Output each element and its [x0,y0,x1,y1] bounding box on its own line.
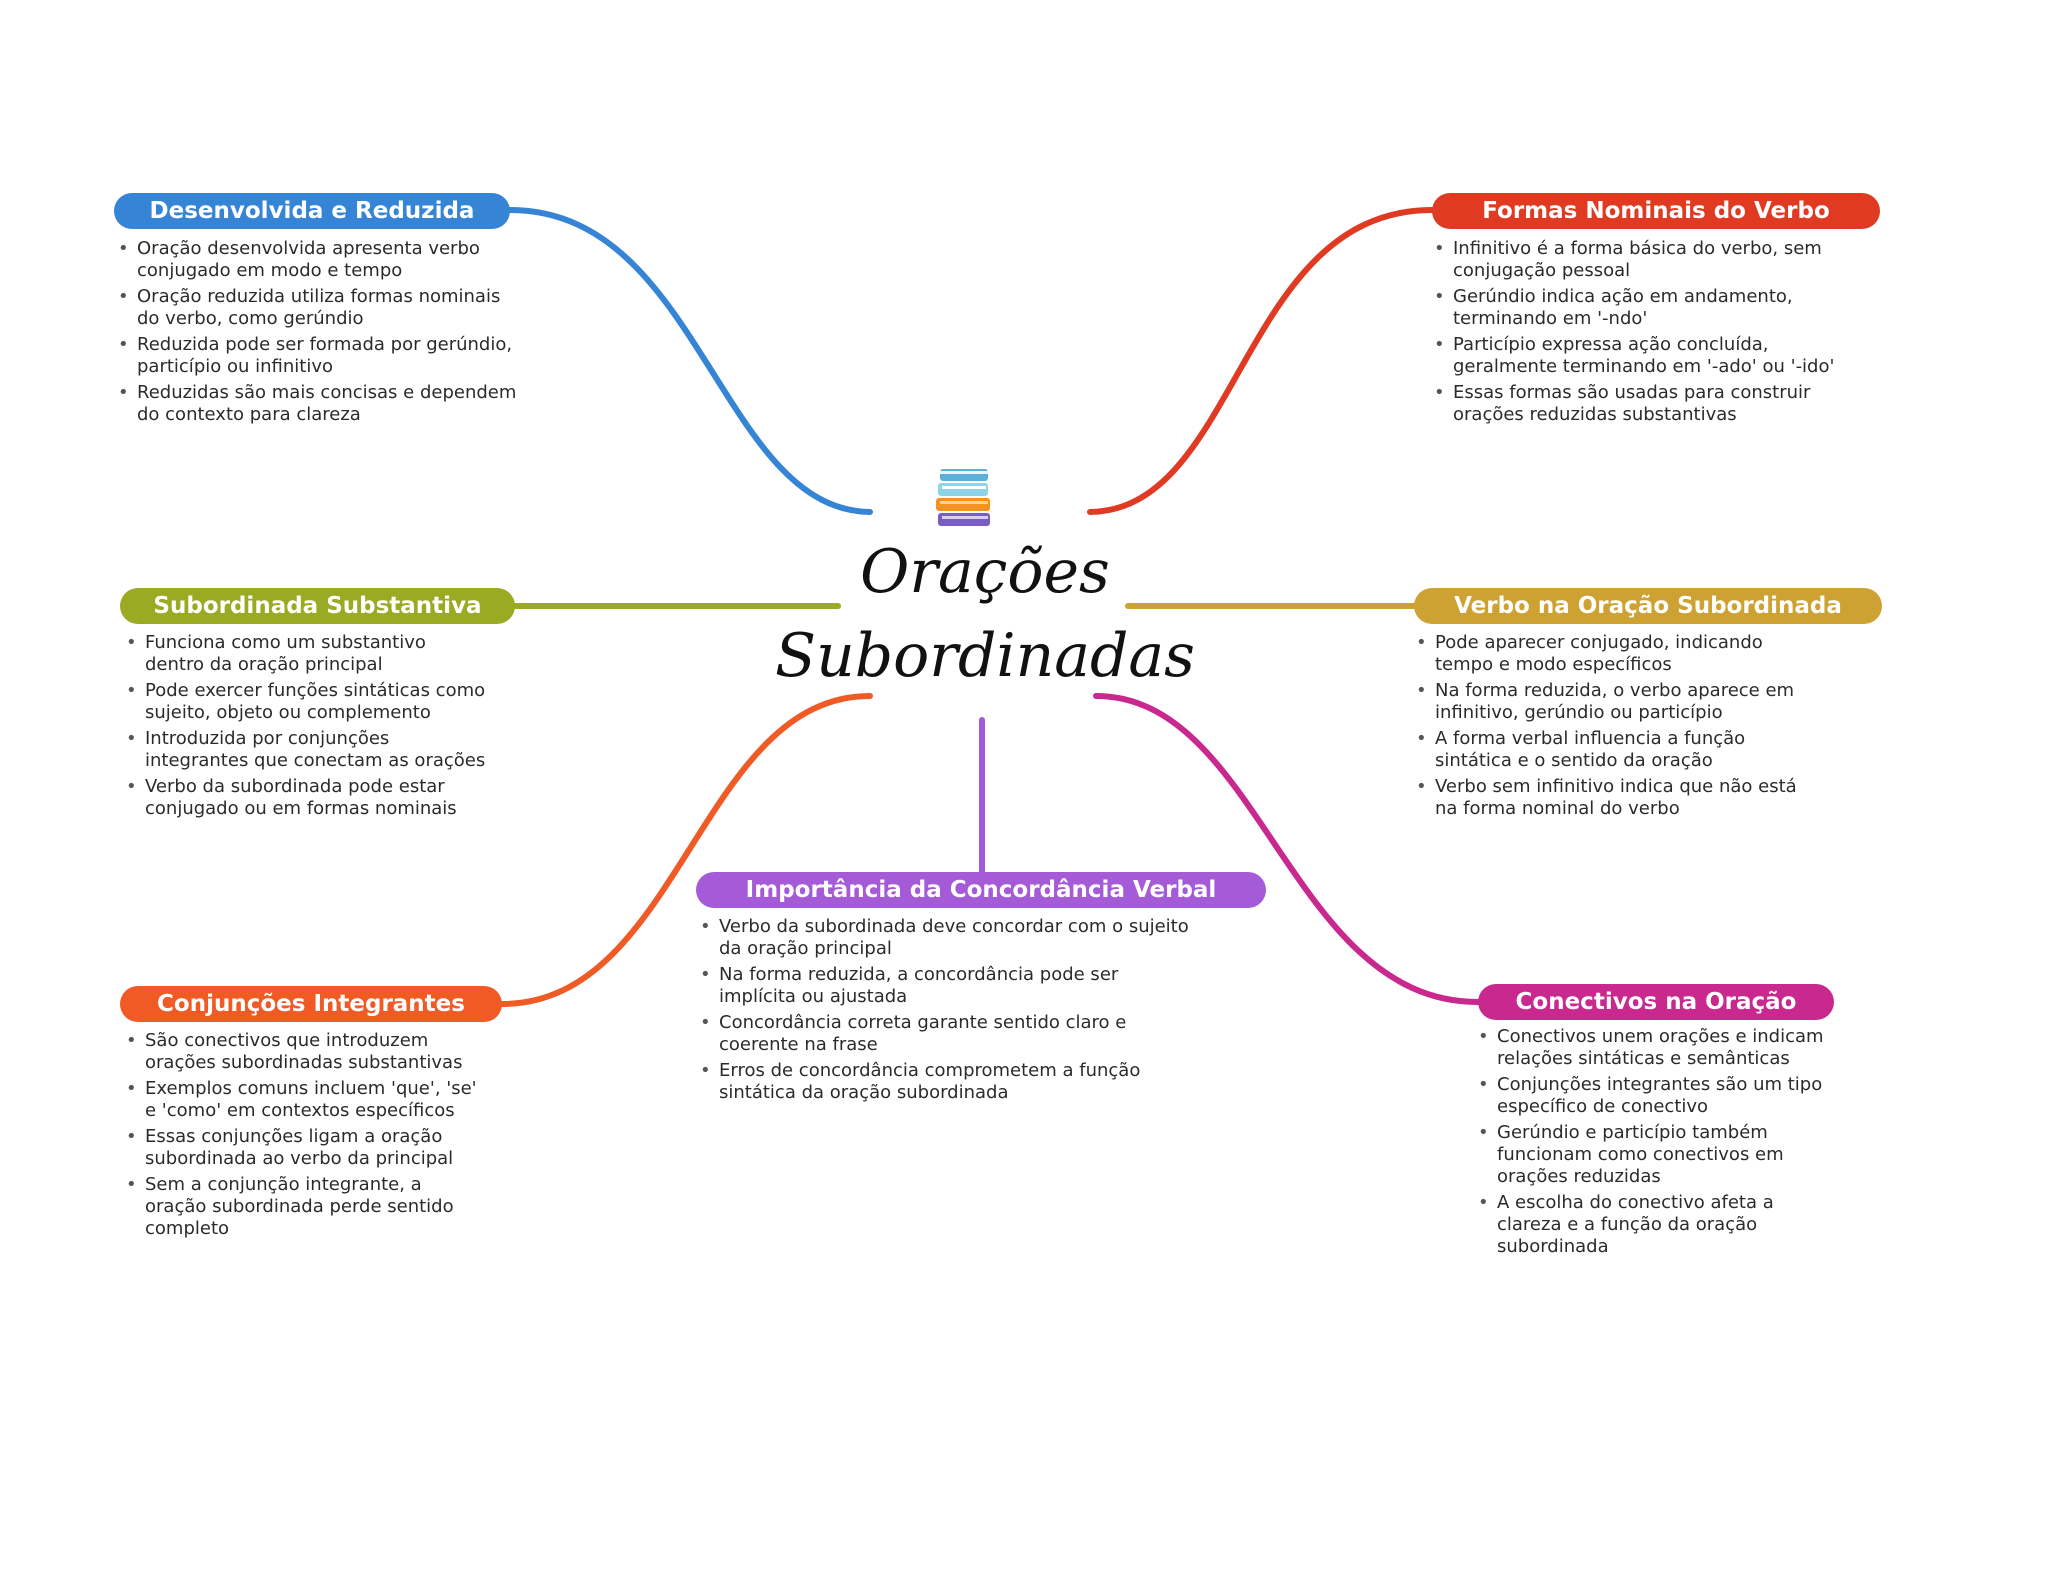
connector-formas [1087,207,1435,515]
connector-conectivos [1093,693,1481,1005]
list-item: Verbo sem infinitivo indica que não está… [1416,776,1816,820]
branch-title-substantiva[interactable]: Subordinada Substantiva [120,588,515,624]
branch-title-desenvolvida[interactable]: Desenvolvida e Reduzida [114,193,510,229]
central-title-line2: Subordinadas [775,621,1195,691]
branch-title-formas[interactable]: Formas Nominais do Verbo [1432,193,1880,229]
list-item: Oração desenvolvida apresenta verbo conj… [118,238,518,282]
list-item: Funciona como um substantivo dentro da o… [126,632,486,676]
branch-list-formas: Infinitivo é a forma básica do verbo, se… [1434,238,1854,430]
branch-list-desenvolvida: Oração desenvolvida apresenta verbo conj… [118,238,518,430]
list-item: Verbo da subordinada deve concordar com … [700,916,1200,960]
branch-title-verbo[interactable]: Verbo na Oração Subordinada [1414,588,1882,624]
list-item: Reduzidas são mais concisas e dependem d… [118,382,518,426]
list-item: Verbo da subordinada pode estar conjugad… [126,776,486,820]
list-item: Erros de concordância comprometem a funç… [700,1060,1200,1104]
list-item: Conjunções integrantes são um tipo espec… [1478,1074,1838,1118]
list-item: Particípio expressa ação concluída, gera… [1434,334,1854,378]
list-item: Infinitivo é a forma básica do verbo, se… [1434,238,1854,282]
list-item: A forma verbal influencia a função sintá… [1416,728,1816,772]
branch-list-concordancia: Verbo da subordinada deve concordar com … [700,916,1200,1108]
list-item: Pode exercer funções sintáticas como suj… [126,680,486,724]
list-item: Essas formas são usadas para construir o… [1434,382,1854,426]
list-item: Introduzida por conjunções integrantes q… [126,728,486,772]
list-item: Concordância correta garante sentido cla… [700,1012,1200,1056]
list-item: Na forma reduzida, o verbo aparece em in… [1416,680,1816,724]
list-item: Na forma reduzida, a concordância pode s… [700,964,1200,1008]
central-title: Orações Subordinadas [760,530,1210,698]
branch-list-conjuncoes: São conectivos que introduzem orações su… [126,1030,486,1244]
list-item: São conectivos que introduzem orações su… [126,1030,486,1074]
list-item: Gerúndio indica ação em andamento, termi… [1434,286,1854,330]
list-item: Reduzida pode ser formada por gerúndio, … [118,334,518,378]
connector-desenvolvida [507,207,873,515]
branch-title-conjuncoes[interactable]: Conjunções Integrantes [120,986,502,1022]
branch-title-concordancia[interactable]: Importância da Concordância Verbal [696,872,1266,908]
list-item: Gerúndio e particípio também funcionam c… [1478,1122,1838,1188]
list-item: Oração reduzida utiliza formas nominais … [118,286,518,330]
list-item: Essas conjunções ligam a oração subordin… [126,1126,486,1170]
list-item: Conectivos unem orações e indicam relaçõ… [1478,1026,1838,1070]
central-title-line1: Orações [860,537,1110,607]
list-item: Pode aparecer conjugado, indicando tempo… [1416,632,1816,676]
list-item: A escolha do conectivo afeta a clareza e… [1478,1192,1838,1258]
branch-list-conectivos: Conectivos unem orações e indicam relaçõ… [1478,1026,1838,1262]
books-icon [936,469,990,526]
list-item: Sem a conjunção integrante, a oração sub… [126,1174,486,1240]
branch-list-verbo: Pode aparecer conjugado, indicando tempo… [1416,632,1816,824]
branch-title-conectivos[interactable]: Conectivos na Oração [1478,984,1834,1020]
list-item: Exemplos comuns incluem 'que', 'se' e 'c… [126,1078,486,1122]
connector-conjuncoes [499,693,873,1007]
branch-list-substantiva: Funciona como um substantivo dentro da o… [126,632,486,824]
